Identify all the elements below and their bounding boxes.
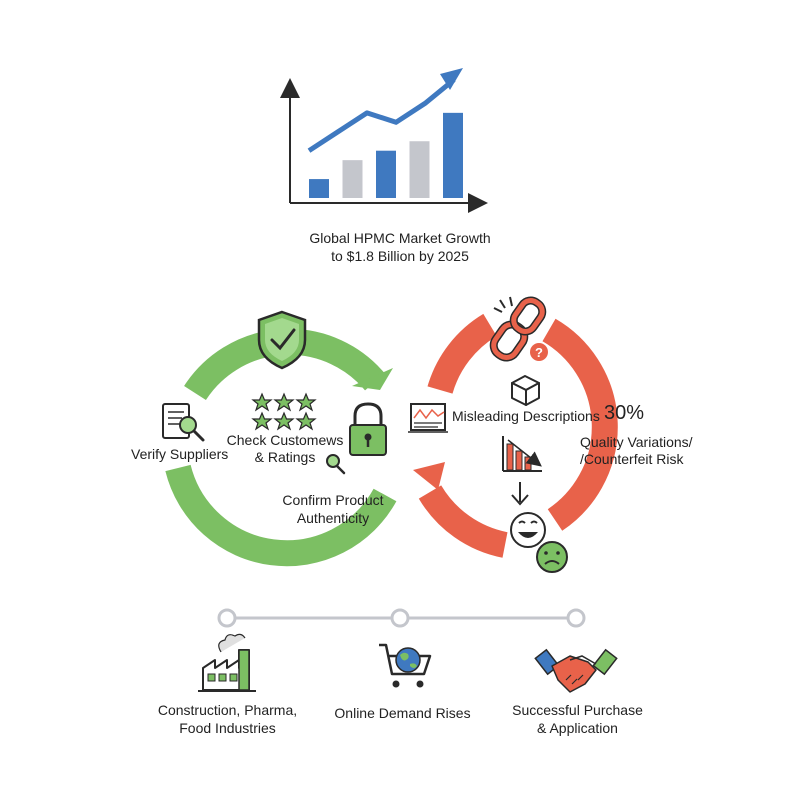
risk-cycle: ? [408, 296, 618, 573]
factory-icon [198, 633, 256, 692]
market-growth-chart [280, 68, 488, 213]
star-rating-icon [251, 392, 317, 431]
declining-chart-icon [408, 403, 448, 433]
chart-bar-4 [409, 141, 430, 198]
timeline-step-2-line1: Online Demand Rises [334, 705, 471, 721]
chart-bar-5 [443, 112, 463, 198]
magnifier-icon [326, 454, 346, 475]
red-cycle-arrowhead-icon [413, 462, 445, 490]
chart-bar-3 [376, 150, 396, 198]
padlock-icon [349, 402, 387, 456]
growth-trend-line [307, 77, 456, 153]
happy-face-icon [510, 512, 546, 548]
handshake-icon [534, 648, 618, 693]
misleading-descriptions-label: Misleading Descriptions [452, 408, 600, 424]
timeline-step-3-line2: & Application [537, 720, 618, 736]
confirm-authenticity-label-line2: Authenticity [296, 510, 370, 526]
shield-check-icon [257, 310, 307, 370]
timeline-node-3 [566, 608, 586, 628]
chart-bar-2 [342, 160, 363, 198]
timeline-node-2 [390, 608, 410, 628]
sad-face-icon [536, 541, 568, 573]
check-reviews-label-line2: & Ratings [254, 449, 316, 465]
timeline-step-1-line1: Construction, Pharma, [157, 702, 298, 718]
green-cycle-arc-bottom [165, 464, 397, 567]
confirm-authenticity-label-line1: Confirm Product [282, 492, 384, 508]
timeline-node-1 [217, 608, 237, 628]
red-cycle-arc-left-bottom [418, 485, 508, 558]
green-cycle-arrowhead-icon [352, 368, 393, 390]
check-reviews-label-line1: Check Customews [226, 432, 344, 448]
risk-percentage: 30% [604, 402, 645, 424]
decreasing-bars-icon [502, 436, 542, 472]
broken-link-icon [489, 296, 547, 362]
svg-text:?: ? [535, 345, 543, 360]
package-box-icon [511, 375, 540, 406]
verify-suppliers-label: Verify Suppliers [131, 446, 229, 462]
chart-bar-1 [309, 179, 329, 198]
verification-cycle [162, 310, 397, 567]
timeline-step-3-line1: Successful Purchase [512, 702, 643, 718]
document-search-icon [162, 403, 205, 442]
timeline [198, 608, 618, 693]
quality-variations-label-line2: /Counterfeit Risk [580, 451, 684, 467]
globe-cart-icon [379, 643, 432, 688]
timeline-step-1-line2: Food Industries [179, 720, 276, 736]
chart-title-line1: Global HPMC Market Growth [309, 230, 491, 246]
red-cycle-arc-left-top [427, 313, 498, 394]
quality-variations-label-line1: Quality Variations/ [580, 434, 693, 450]
down-arrow-icon [511, 482, 529, 506]
question-badge-icon: ? [530, 343, 548, 361]
trend-arrowhead-icon [440, 68, 463, 90]
red-cycle-arc-right [542, 318, 618, 531]
chart-title-line2: to $1.8 Billion by 2025 [331, 248, 469, 264]
